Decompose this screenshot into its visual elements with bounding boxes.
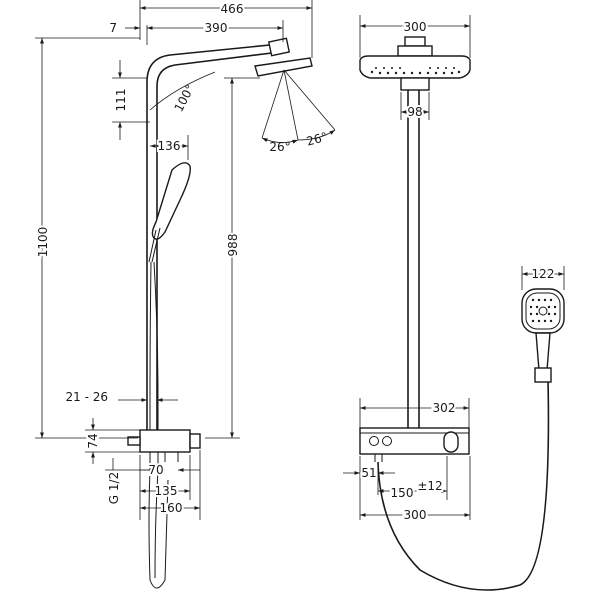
dim-arm-drop: 111 [114, 89, 128, 112]
front-riser [407, 90, 420, 428]
dim-hand-holder: 136 [158, 139, 181, 153]
dim-pipe-diameter: 21 - 26 [66, 390, 109, 404]
dim-overall-height: 1100 [36, 227, 50, 258]
side-extension-lines [35, 0, 313, 520]
dim-arm-reach: 390 [205, 21, 228, 35]
dim-wall-offset: 7 [109, 21, 117, 35]
dim-head-neck: 98 [407, 105, 422, 119]
front-hose [377, 379, 550, 591]
dim-thread: G 1/2 [107, 472, 121, 504]
head-neck [400, 77, 430, 91]
dim-inlet-centres: 150 [391, 486, 414, 500]
dim-spray-angle-left: 26° [269, 140, 290, 154]
dim-spray-angle-right: 26° [305, 130, 329, 149]
dim-top-width: 466 [221, 2, 244, 16]
thermostat-front [359, 427, 470, 462]
dim-inlet-offset: 51 [361, 466, 376, 480]
front-view: 300 98 122 302 51 150 ±12 300 [343, 15, 565, 591]
spray-angle-lines [261, 69, 336, 144]
dim-hand-width: 122 [532, 267, 555, 281]
dim-arc-arm-angle [149, 71, 216, 111]
dim-shelf-width: 302 [433, 401, 456, 415]
dim-head-height: 988 [226, 234, 240, 257]
dim-valve-depth: 135 [155, 484, 178, 498]
hand-shower-front [521, 288, 565, 383]
shower-hose [148, 261, 169, 589]
dim-arm-angle: 100° [172, 82, 198, 114]
dim-valve-height: 74 [86, 433, 100, 448]
dim-inlet-spacing: 70 [148, 463, 163, 477]
hand-shower [148, 162, 191, 263]
side-view: 466 7 390 100° 111 136 1100 988 26° 26° [34, 0, 336, 589]
dim-valve-total-depth: 160 [160, 501, 183, 515]
head-connector [397, 36, 433, 57]
riser-pipe [146, 43, 281, 430]
dim-head-width: 300 [404, 20, 427, 34]
dim-inlet-tolerance: ±12 [417, 479, 442, 493]
dim-bottom-width: 300 [404, 508, 427, 522]
front-extension-lines [359, 15, 565, 520]
thermostat-body [127, 429, 201, 462]
overhead-shower-front [359, 55, 471, 79]
